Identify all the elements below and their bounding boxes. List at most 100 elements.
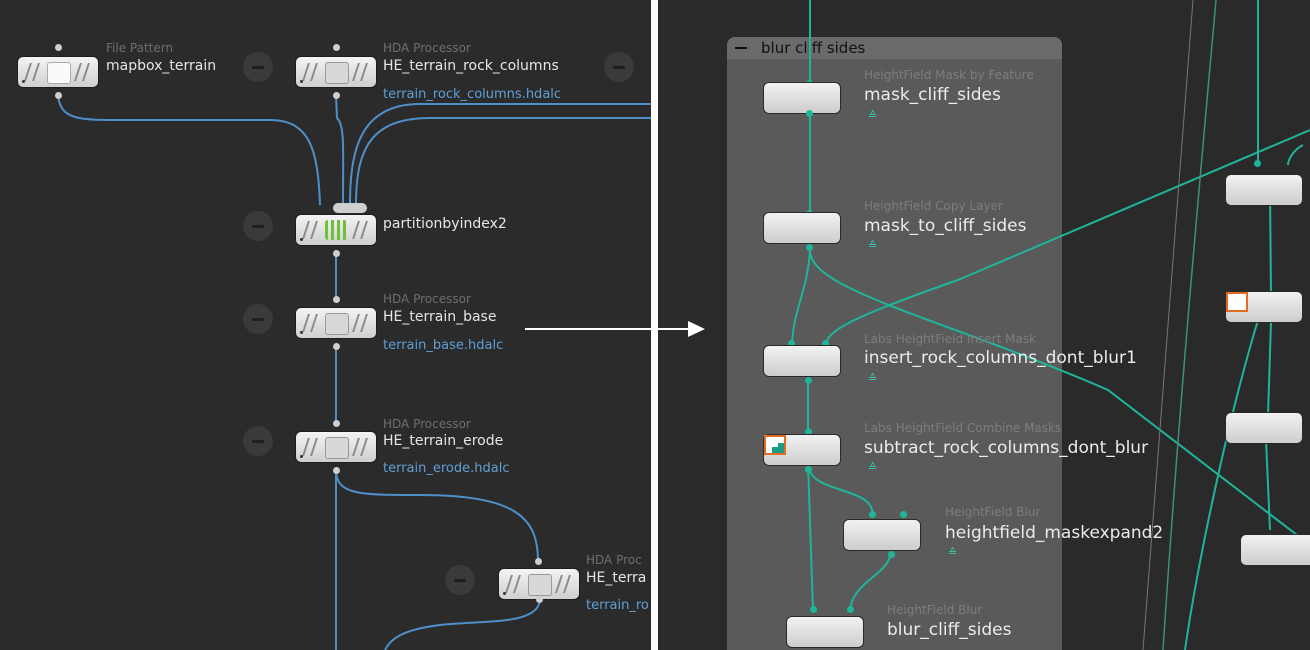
input-port[interactable] <box>822 340 829 347</box>
node-mask-cliff-sides[interactable] <box>764 83 840 113</box>
output-port[interactable] <box>333 467 340 474</box>
wire-copy-to-insert <box>791 249 811 346</box>
node-flag-dot <box>503 592 506 595</box>
node-name-label[interactable]: HE_terrain_erode <box>383 433 504 449</box>
node-flag-dot <box>300 80 303 83</box>
node-blur-cliff-sides[interactable] <box>787 617 863 647</box>
node-rails <box>74 63 92 81</box>
node-name-label[interactable]: mask_cliff_sides <box>864 85 1001 105</box>
output-port[interactable] <box>888 551 895 558</box>
bypass-toggle[interactable] <box>243 426 273 456</box>
template-flag-icon[interactable]: ≙ <box>868 461 878 474</box>
node-rails <box>302 221 320 239</box>
template-flag-icon[interactable]: ≙ <box>868 372 878 385</box>
wire-external-2 <box>355 117 651 206</box>
node-type-label: HeightField Blur <box>887 603 983 617</box>
node-flag-dot <box>300 238 303 241</box>
node-offscreen-2[interactable] <box>1226 292 1302 322</box>
template-flag-icon[interactable]: ≙ <box>868 239 878 252</box>
node-name-label[interactable]: HE_terrain_rock_columns <box>383 58 559 74</box>
node-insert-rock-columns-dont-blur1[interactable] <box>764 346 840 376</box>
output-port[interactable] <box>55 92 62 99</box>
file-pattern-icon <box>47 62 71 84</box>
node-he-terrain-rock-columns[interactable] <box>296 57 376 87</box>
node-rails <box>352 63 370 81</box>
multi-input-port[interactable] <box>333 203 367 213</box>
wire-far-right-curve <box>1287 144 1304 166</box>
node-name-label[interactable]: insert_rock_columns_dont_blur1 <box>864 348 1137 368</box>
hda-file-link[interactable]: terrain_base.hdalc <box>383 338 504 353</box>
output-port[interactable] <box>333 92 340 99</box>
node-name-label[interactable]: subtract_rock_columns_dont_blur <box>864 438 1149 458</box>
bypass-toggle[interactable] <box>604 52 634 82</box>
combine-masks-icon <box>1226 292 1248 312</box>
left-network-view[interactable]: File Pattern mapbox_terrain HDA Processo… <box>0 0 651 650</box>
output-port[interactable] <box>333 343 340 350</box>
input-port[interactable] <box>869 511 876 518</box>
template-flag-icon[interactable]: ≙ <box>948 546 958 559</box>
bypass-toggle[interactable] <box>445 565 475 595</box>
wire-subtract-to-blur <box>807 462 814 611</box>
bypass-toggle[interactable] <box>243 211 273 241</box>
node-heightfield-maskexpand2[interactable] <box>844 520 920 550</box>
node-rails <box>352 438 370 456</box>
node-mapbox-terrain[interactable] <box>18 57 98 87</box>
node-partitionbyindex2[interactable] <box>296 215 376 245</box>
input-port[interactable] <box>900 511 907 518</box>
input-port[interactable] <box>788 340 795 347</box>
node-name-label[interactable]: heightfield_maskexpand2 <box>945 523 1164 543</box>
node-he-terrain-partial[interactable] <box>499 569 579 599</box>
wire-expand-to-blur <box>849 549 892 611</box>
node-name-label[interactable]: mapbox_terrain <box>106 58 217 74</box>
node-type-label: HDA Processor <box>383 417 471 431</box>
node-subtract-rock-columns-dont-blur[interactable] <box>764 435 840 465</box>
hda-file-link[interactable]: terrain_rock_columns.hdalc <box>383 87 562 102</box>
node-offscreen-4[interactable] <box>1241 535 1310 565</box>
input-port[interactable] <box>805 428 812 435</box>
node-name-label[interactable]: mask_to_cliff_sides <box>864 216 1027 236</box>
node-rails <box>302 314 320 332</box>
output-port[interactable] <box>806 244 813 251</box>
input-port[interactable] <box>535 558 542 565</box>
node-name-label[interactable]: HE_terra <box>586 570 647 586</box>
node-rails <box>302 63 320 81</box>
hda-file-link[interactable]: terrain_ro <box>586 598 649 613</box>
input-port[interactable] <box>333 296 340 303</box>
collapse-icon[interactable] <box>735 47 747 49</box>
panel-divider <box>651 0 658 650</box>
input-port[interactable] <box>333 420 340 427</box>
bypass-toggle[interactable] <box>243 304 273 334</box>
wire-mapbox-to-partition <box>57 94 321 206</box>
node-he-terrain-erode[interactable] <box>296 432 376 462</box>
input-port[interactable] <box>847 606 854 613</box>
output-port[interactable] <box>536 596 543 603</box>
hda-file-link[interactable]: terrain_erode.hdalc <box>383 461 510 476</box>
input-port[interactable] <box>1254 160 1261 167</box>
bypass-toggle[interactable] <box>243 52 273 82</box>
node-rails <box>24 63 42 81</box>
template-flag-icon[interactable]: ≙ <box>868 109 878 122</box>
node-rails <box>505 575 523 593</box>
node-name-label[interactable]: blur_cliff_sides <box>887 620 1012 640</box>
wire-right-down <box>384 597 541 650</box>
node-mask-to-cliff-sides[interactable] <box>764 213 840 243</box>
right-network-view[interactable]: blur cliff sides HeightFiel <box>658 0 1310 650</box>
wire-subtract-to-expand <box>807 462 874 516</box>
output-port[interactable] <box>806 110 813 117</box>
node-he-terrain-base[interactable] <box>296 308 376 338</box>
node-flag-dot <box>300 455 303 458</box>
output-port[interactable] <box>333 250 340 257</box>
node-type-label: Labs HeightField Insert Mask <box>864 332 1037 346</box>
input-port[interactable] <box>55 44 62 51</box>
output-port[interactable] <box>805 466 812 473</box>
combine-masks-icon <box>764 435 786 455</box>
hda-processor-icon <box>325 437 349 459</box>
node-name-label[interactable]: HE_terrain_base <box>383 309 497 325</box>
input-port[interactable] <box>333 44 340 51</box>
node-offscreen-3[interactable] <box>1226 413 1302 443</box>
node-name-label[interactable]: partitionbyindex2 <box>383 216 507 232</box>
output-port[interactable] <box>805 377 812 384</box>
node-offscreen-1[interactable] <box>1226 175 1302 205</box>
node-rails <box>302 438 320 456</box>
input-port[interactable] <box>810 606 817 613</box>
